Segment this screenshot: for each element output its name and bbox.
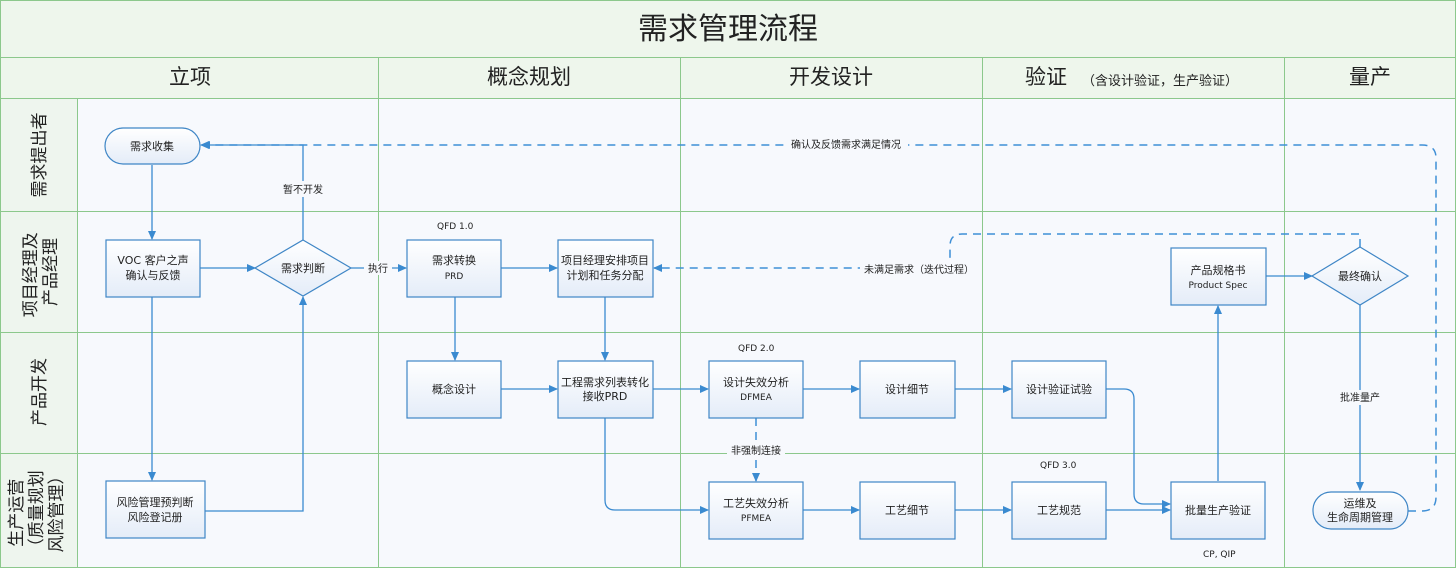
node-risk-prejudge[interactable]: 风险管理预判断 风险登记册 bbox=[105, 480, 206, 539]
svg-text:概念设计: 概念设计 bbox=[432, 382, 476, 396]
qfd-label: QFD 2.0 bbox=[738, 344, 775, 354]
svg-text:接收PRD: 接收PRD bbox=[583, 389, 628, 403]
lane-header: 产品开发 bbox=[30, 358, 50, 426]
dashed-feedback-loop bbox=[201, 141, 1437, 512]
edge-labels: 暂不开发 执行 确认及反馈需求满足情况 未满足需求（迭代过程） 非强制连接 批准… bbox=[277, 137, 1384, 458]
edge-label-feedback: 确认及反馈需求满足情况 bbox=[791, 138, 901, 151]
svg-text:工艺规范: 工艺规范 bbox=[1037, 503, 1081, 517]
nodes: 需求收集 VOC 客户之声 确认与反馈 需求判断 风险管理预判断 风险登记册 需… bbox=[104, 127, 1410, 540]
node-demand-collect[interactable]: 需求收集 bbox=[104, 127, 201, 165]
node-demand-convert[interactable]: 需求转换 PRD bbox=[406, 239, 502, 298]
phase-header: 量产 bbox=[1349, 65, 1391, 89]
svg-text:设计细节: 设计细节 bbox=[885, 383, 929, 396]
arrow-eng-pfmea bbox=[604, 418, 709, 514]
svg-text:Product Spec: Product Spec bbox=[1189, 281, 1248, 291]
node-concept-design[interactable]: 概念设计 bbox=[406, 360, 502, 419]
annotations: QFD 1.0 QFD 2.0 QFD 3.0 CP, QIP bbox=[437, 222, 1236, 560]
qfd-label: QFD 3.0 bbox=[1040, 461, 1077, 471]
phase-headers: 立项 概念规划 开发设计 验证 （含设计验证，生产验证） 量产 bbox=[169, 65, 1391, 89]
phase-header: 立项 bbox=[169, 65, 211, 89]
arrow-verify-mass bbox=[1106, 388, 1171, 508]
svg-text:生命周期管理: 生命周期管理 bbox=[1327, 510, 1393, 524]
node-process-detail[interactable]: 工艺细节 bbox=[859, 481, 956, 540]
svg-text:需求判断: 需求判断 bbox=[281, 261, 325, 275]
node-dfmea[interactable]: 设计失效分析 DFMEA bbox=[708, 360, 804, 419]
edge-label-unmet: 未满足需求（迭代过程） bbox=[864, 263, 974, 276]
svg-text:设计失效分析: 设计失效分析 bbox=[723, 375, 789, 389]
svg-text:工艺失效分析: 工艺失效分析 bbox=[723, 496, 789, 510]
node-pfmea[interactable]: 工艺失效分析 PFMEA bbox=[708, 481, 804, 540]
phase-header-band bbox=[1, 58, 1455, 98]
node-eng-req[interactable]: 工程需求列表转化 接收PRD bbox=[557, 360, 654, 419]
svg-text:工艺细节: 工艺细节 bbox=[885, 504, 929, 517]
node-voc[interactable]: VOC 客户之声 确认与反馈 bbox=[105, 239, 201, 298]
phase-header: 概念规划 bbox=[487, 65, 571, 89]
svg-text:工程需求列表转化: 工程需求列表转化 bbox=[561, 375, 649, 389]
page-title: 需求管理流程 bbox=[638, 12, 818, 47]
node-ops-lifecycle[interactable]: 运维及 生命周期管理 bbox=[1312, 491, 1409, 530]
svg-text:需求收集: 需求收集 bbox=[130, 139, 174, 153]
svg-text:PRD: PRD bbox=[445, 272, 464, 282]
cp-qip-label: CP, QIP bbox=[1203, 550, 1236, 560]
svg-text:VOC 客户之声: VOC 客户之声 bbox=[117, 253, 188, 267]
qfd-label: QFD 1.0 bbox=[437, 222, 474, 232]
lane-header: 项目经理及 产品经理 bbox=[21, 227, 61, 317]
svg-text:风险登记册: 风险登记册 bbox=[128, 510, 183, 524]
lane-headers: 需求提出者 项目经理及 产品经理 产品开发 生产运营 （质量规划 风险管理） bbox=[7, 113, 67, 556]
phase-header: 验证 bbox=[1025, 65, 1067, 89]
svg-text:设计验证试验: 设计验证试验 bbox=[1026, 382, 1092, 396]
svg-text:产品规格书: 产品规格书 bbox=[1191, 263, 1246, 277]
lane-header: 生产运营 （质量规划 风险管理） bbox=[7, 465, 67, 555]
phase-header-note: （含设计验证，生产验证） bbox=[1082, 73, 1238, 89]
svg-text:批量生产验证: 批量生产验证 bbox=[1185, 503, 1251, 517]
lane-header: 需求提出者 bbox=[30, 113, 50, 198]
phase-header: 开发设计 bbox=[789, 65, 873, 89]
node-demand-judge[interactable]: 需求判断 bbox=[253, 239, 353, 297]
node-pm-plan[interactable]: 项目经理安排项目 计划和任务分配 bbox=[557, 239, 654, 298]
node-mass-verify[interactable]: 批量生产验证 bbox=[1170, 481, 1266, 540]
edge-label-approve: 批准量产 bbox=[1340, 391, 1380, 404]
svg-text:风险管理预判断: 风险管理预判断 bbox=[117, 495, 194, 509]
svg-text:需求转换: 需求转换 bbox=[432, 253, 476, 267]
arrow-risk-judge bbox=[205, 296, 307, 512]
node-product-spec[interactable]: 产品规格书 Product Spec bbox=[1170, 247, 1267, 306]
svg-text:计划和任务分配: 计划和任务分配 bbox=[567, 269, 644, 282]
node-design-detail[interactable]: 设计细节 bbox=[859, 360, 956, 419]
svg-text:DFMEA: DFMEA bbox=[740, 393, 773, 403]
svg-text:运维及: 运维及 bbox=[1344, 497, 1377, 510]
svg-text:PFMEA: PFMEA bbox=[741, 514, 772, 524]
title-band bbox=[1, 1, 1455, 57]
node-design-verify[interactable]: 设计验证试验 bbox=[1011, 360, 1107, 419]
svg-text:项目经理安排项目: 项目经理安排项目 bbox=[561, 253, 649, 267]
edge-label-pause: 暂不开发 bbox=[283, 183, 323, 196]
node-process-spec[interactable]: 工艺规范 bbox=[1011, 481, 1107, 540]
edge-label-execute: 执行 bbox=[368, 262, 388, 275]
svg-text:最终确认: 最终确认 bbox=[1338, 269, 1382, 283]
edge-label-weak-link: 非强制连接 bbox=[731, 444, 781, 457]
svg-text:确认与反馈: 确认与反馈 bbox=[126, 269, 181, 282]
node-final-confirm[interactable]: 最终确认 bbox=[1310, 246, 1410, 306]
